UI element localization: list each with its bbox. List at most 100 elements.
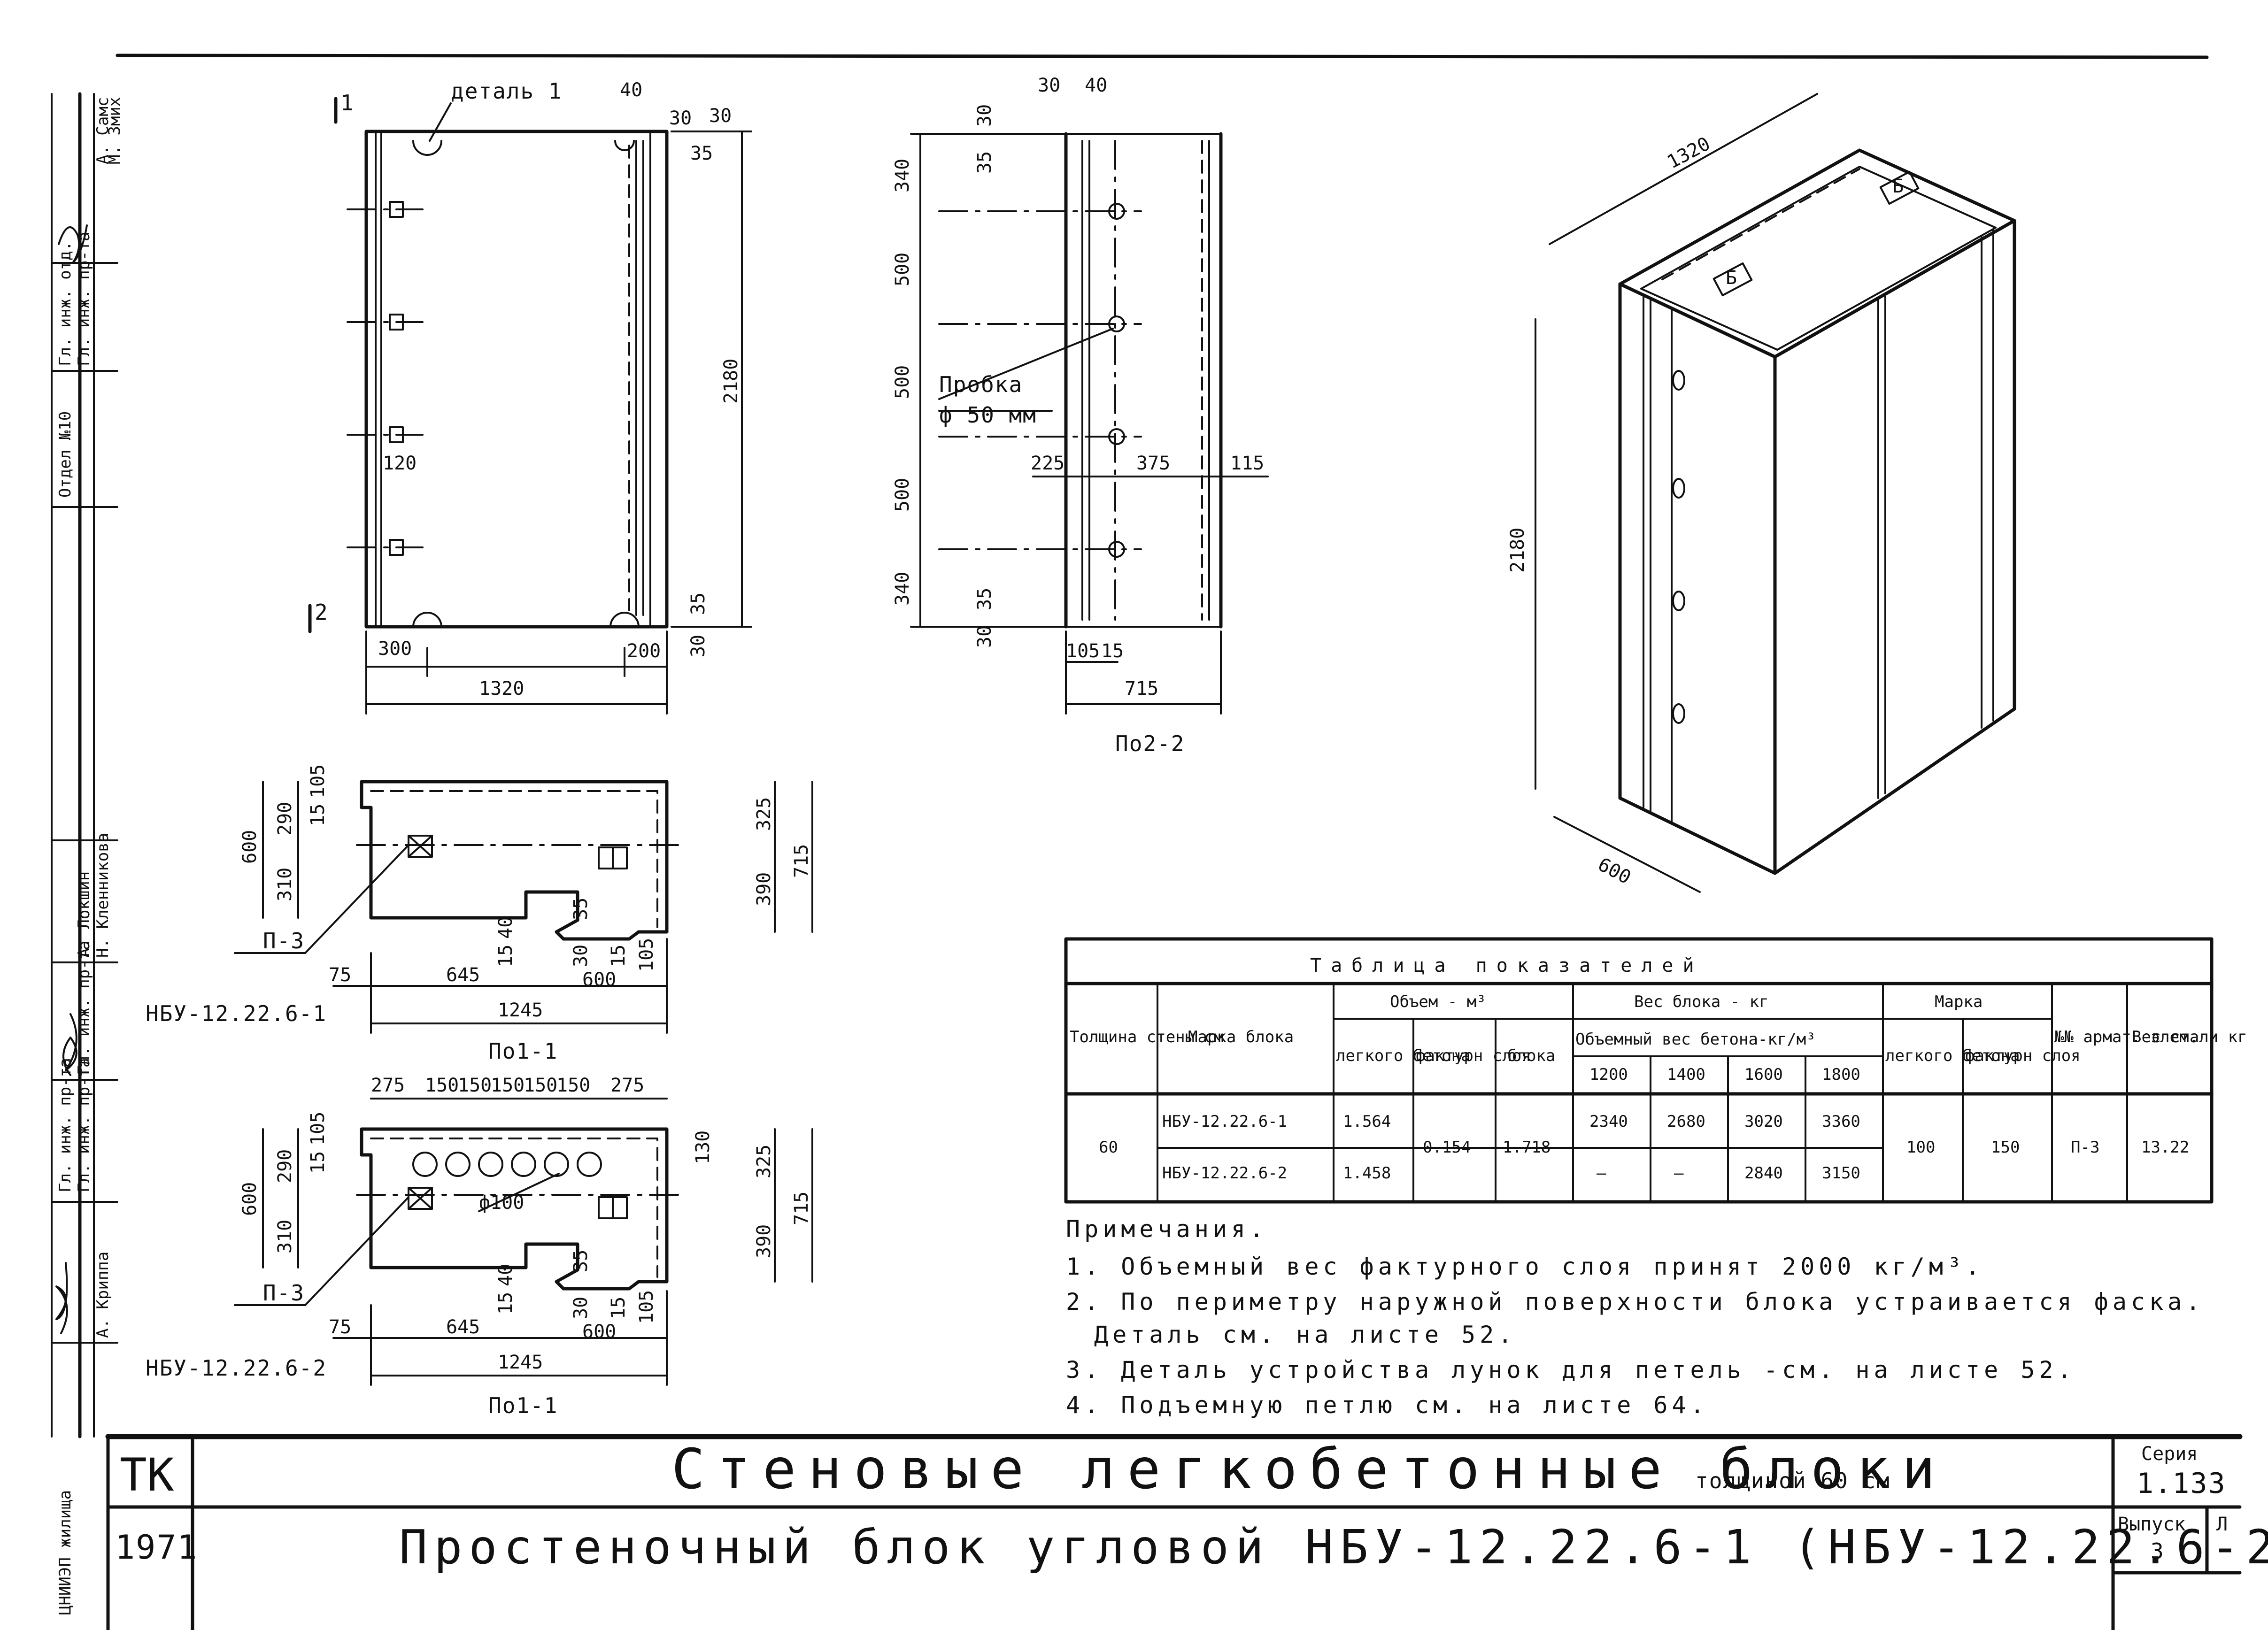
iso-mark-2: Б bbox=[1892, 176, 1904, 197]
sec-dim-340b: 340 bbox=[892, 572, 913, 606]
stamp-name-2: М. Змих bbox=[105, 97, 124, 164]
cell-grade-facing: 150 bbox=[1991, 1138, 2020, 1157]
th-volume-block: блока bbox=[1507, 1046, 1555, 1065]
notes-title: Примечания. bbox=[1066, 1215, 1268, 1243]
detail-label: деталь 1 bbox=[451, 78, 563, 104]
p2-dim-600: 600 bbox=[239, 1182, 261, 1216]
p1-dim-15c: 15 bbox=[608, 945, 629, 967]
cell-r1-w1200: 2340 bbox=[1589, 1112, 1628, 1131]
p2-dim-15: 15 bbox=[307, 1151, 329, 1174]
p1-mark: НБУ-12.22.6-1 bbox=[146, 1001, 327, 1026]
p2-top-275b: 275 bbox=[610, 1075, 644, 1096]
sec-dim-35b: 35 bbox=[974, 588, 995, 610]
cell-r1-mark: НБУ-12.22.6-1 bbox=[1162, 1112, 1287, 1131]
p2-dim-105b: 105 bbox=[636, 1290, 657, 1324]
p1-caption: По1-1 bbox=[488, 1038, 558, 1064]
code-top: ТК bbox=[120, 1449, 174, 1501]
cell-r2-w1800: 3150 bbox=[1822, 1164, 1860, 1183]
th-density-1400: 1400 bbox=[1667, 1065, 1705, 1084]
p2-dim-1245: 1245 bbox=[498, 1352, 543, 1373]
p2-caption: По1-1 bbox=[488, 1393, 558, 1418]
signature-1 bbox=[58, 224, 88, 264]
cell-grade-light: 100 bbox=[1906, 1138, 1935, 1157]
p2-dim-30: 30 bbox=[570, 1297, 592, 1319]
sec-dim-35: 35 bbox=[974, 151, 995, 174]
sheet-label: Л bbox=[2216, 1514, 2228, 1535]
iso-mark-1: Б bbox=[1726, 267, 1737, 289]
p2-top-275a: 275 bbox=[371, 1075, 405, 1096]
indicators-table: Таблица показателей Толщина стены см Мар… bbox=[1064, 937, 2247, 1204]
notes: Примечания. 1. Объемный вес фактурного с… bbox=[1066, 1215, 2204, 1419]
plug-label: Пробка bbox=[939, 372, 1023, 397]
p1-dim-1245: 1245 bbox=[498, 1000, 543, 1021]
section-2-2: Пробка ф 50 мм 30 40 35 30 340 500 500 5… bbox=[892, 75, 1269, 756]
iso-dim-1320: 1320 bbox=[1664, 133, 1714, 173]
th-steel: Вес стали кг bbox=[2132, 1028, 2247, 1046]
th-volume-light: легкого бетона bbox=[1336, 1046, 1471, 1065]
dim-top-30: 30 bbox=[669, 108, 692, 129]
th-grade-facing: фактурн слоя bbox=[1965, 1046, 2081, 1065]
p1-dim-390: 390 bbox=[753, 872, 775, 906]
sec-dim-225: 225 bbox=[1031, 453, 1065, 474]
sec-dim-30c: 30 bbox=[974, 625, 995, 648]
p2-dim-40: 40 bbox=[495, 1264, 517, 1286]
p2-top-150b: 150 bbox=[458, 1075, 492, 1096]
note-2-cont: Деталь см. на листе 52. bbox=[1094, 1321, 1516, 1348]
p2-hole-label: ф100 bbox=[479, 1192, 524, 1214]
sec-dim-340a: 340 bbox=[892, 159, 913, 192]
table-title: Таблица показателей bbox=[1310, 955, 1704, 976]
cell-r1-w1400: 2680 bbox=[1667, 1112, 1705, 1131]
p1-dim-35: 35 bbox=[570, 898, 592, 920]
series-value: 1.133 bbox=[2137, 1467, 2226, 1500]
p2-dim-105: 105 bbox=[307, 1112, 329, 1146]
sec-dim-115: 115 bbox=[1230, 453, 1264, 474]
th-wall-thickness: Толщина стены см bbox=[1070, 1028, 1224, 1046]
cell-r1-vol-light: 1.564 bbox=[1343, 1112, 1391, 1131]
p2-dim-290: 290 bbox=[274, 1149, 296, 1183]
p1-dim-600: 600 bbox=[239, 830, 261, 864]
p1-dim-600b: 600 bbox=[582, 969, 616, 991]
plug-size: ф 50 мм bbox=[939, 402, 1037, 428]
sec-dim-375: 375 bbox=[1136, 453, 1170, 474]
p2-top-150c: 150 bbox=[491, 1075, 525, 1096]
cell-r1-w1600: 3020 bbox=[1744, 1112, 1783, 1131]
note-3: 3. Деталь устройства лунок для петель -с… bbox=[1066, 1356, 2076, 1384]
p2-mark: НБУ-12.22.6-2 bbox=[146, 1355, 327, 1381]
p2-dim-75: 75 bbox=[329, 1316, 351, 1338]
th-volume: Объем - м³ bbox=[1390, 992, 1486, 1011]
section-mark-2: 2 bbox=[315, 600, 329, 625]
iso-dim-600: 600 bbox=[1594, 853, 1634, 889]
note-2: 2. По периметру наружной поверхности бло… bbox=[1066, 1288, 2204, 1315]
th-weight: Вес блока - кг bbox=[1634, 992, 1769, 1011]
stamp-name-1: А. Самс bbox=[93, 97, 112, 164]
dim-top-40: 40 bbox=[620, 79, 642, 101]
p2-top-150d: 150 bbox=[524, 1075, 557, 1096]
title-block: ТК 1971 Стеновые легкобетонные блоки тол… bbox=[115, 1437, 2268, 1575]
p1-dim-645: 645 bbox=[446, 964, 480, 986]
p2-dim-715: 715 bbox=[791, 1192, 812, 1225]
stamp-name-3: А. Локшин bbox=[75, 871, 93, 958]
th-density-1600: 1600 bbox=[1744, 1065, 1783, 1084]
plan-2: 275 150 150 150 150 150 275 600 290 310 … bbox=[146, 1075, 813, 1418]
th-mark: Марка блока bbox=[1188, 1028, 1294, 1046]
signature-2 bbox=[62, 1013, 77, 1076]
cell-vol-block: 1.718 bbox=[1503, 1138, 1551, 1157]
th-weight-sub: Объемный вес бетона-кг/м³ bbox=[1575, 1030, 1816, 1049]
cell-vol-facing: 0.154 bbox=[1423, 1138, 1471, 1157]
title-suffix: толщиной 60 см bbox=[1695, 1468, 1890, 1493]
sheet-frame bbox=[105, 54, 2243, 1630]
dim-200: 200 bbox=[627, 640, 661, 662]
sec-dim-15: 15 bbox=[1101, 640, 1124, 662]
p2-dim-645: 645 bbox=[446, 1316, 480, 1338]
section-mark-1: 1 bbox=[340, 90, 355, 115]
dim-width-1320: 1320 bbox=[479, 678, 524, 700]
th-volume-facing: фактурн слоя bbox=[1416, 1046, 1531, 1065]
dim-120: 120 bbox=[383, 453, 417, 474]
stamp-row-5: Гл. инж. пр-та bbox=[75, 1058, 93, 1192]
note-4: 4. Подъемную петлю см. на листе 64. bbox=[1066, 1392, 1709, 1419]
th-grade-light: легкого бетона bbox=[1885, 1046, 2020, 1065]
p2-top-150a: 150 bbox=[425, 1075, 459, 1096]
sec-dim-500a: 500 bbox=[892, 253, 913, 286]
p1-dim-15: 15 bbox=[307, 804, 329, 826]
